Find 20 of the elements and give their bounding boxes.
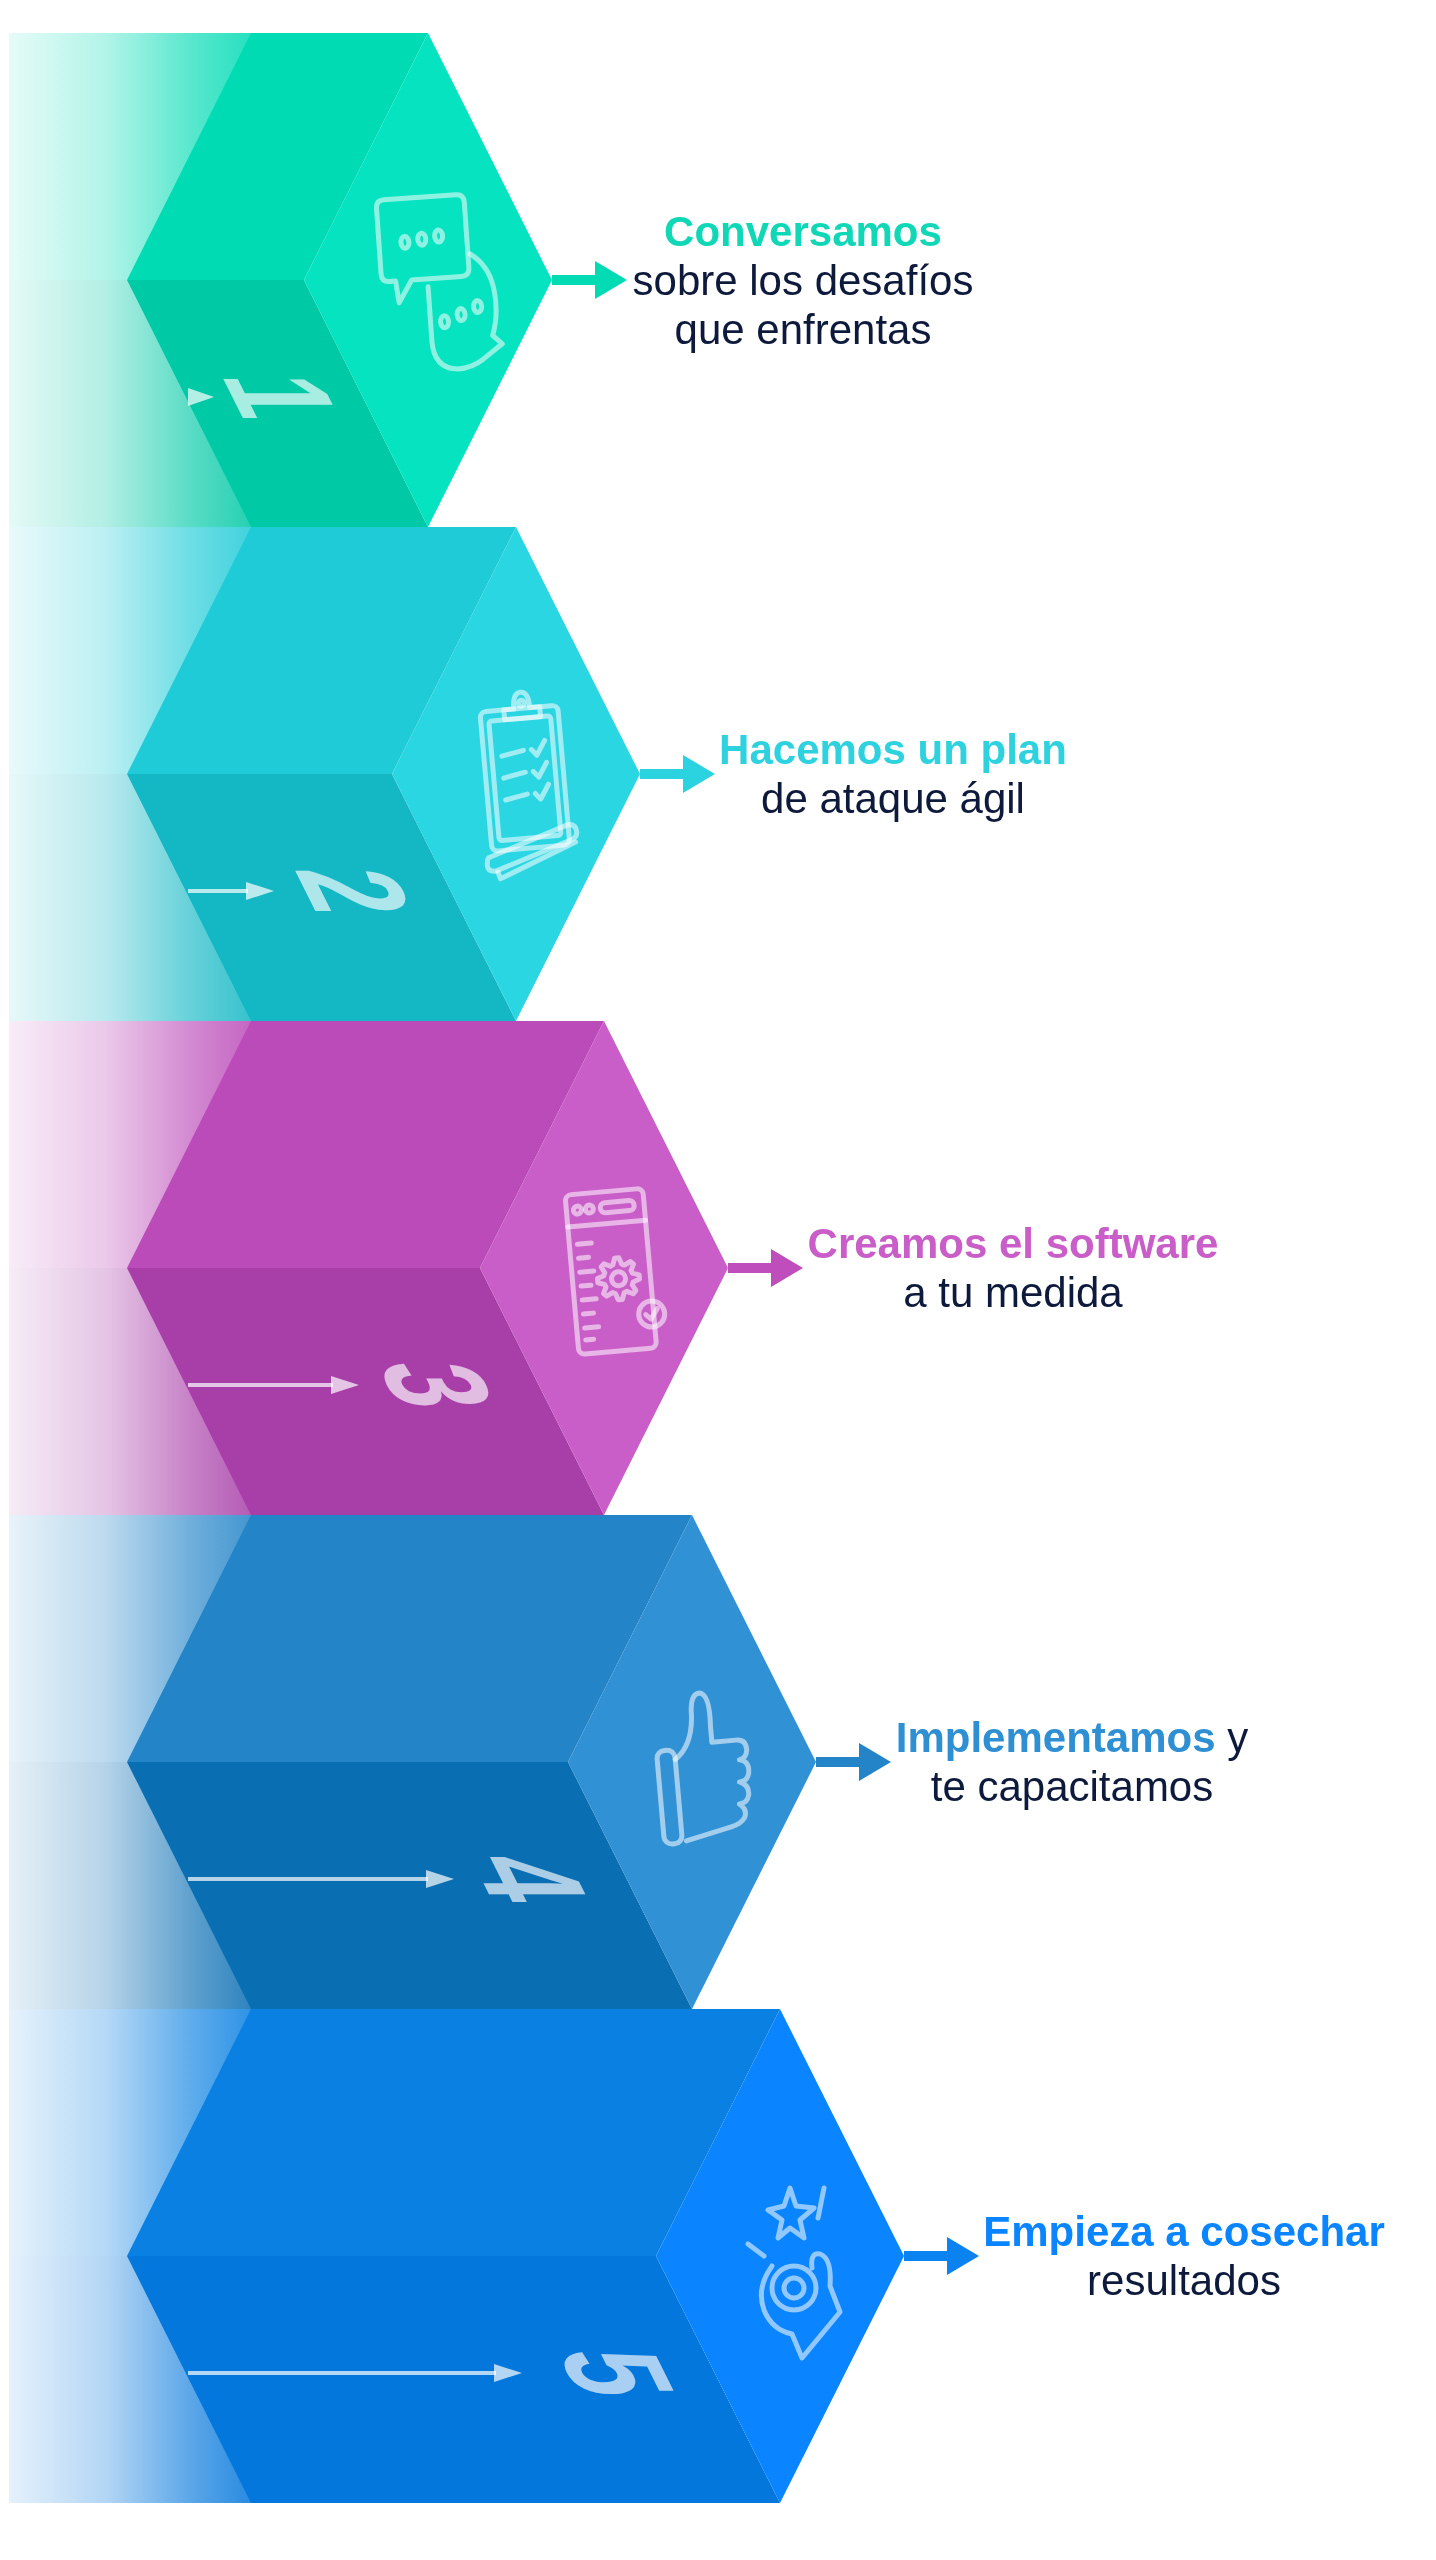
step-number: 4 — [465, 1855, 595, 1903]
hexagonal-prism — [9, 33, 552, 527]
step-number: 2 — [289, 867, 419, 915]
step-description: Hacemos un plan de ataque ágil — [715, 725, 1071, 823]
arrow — [728, 1249, 803, 1287]
hexagonal-prism — [9, 1515, 816, 2009]
step-number: 5 — [552, 2349, 682, 2397]
hexagonal-prism — [9, 2009, 904, 2503]
hexagonal-prism — [9, 1021, 728, 1515]
step-number: 3 — [372, 1361, 502, 1409]
hexagonal-prism — [9, 527, 640, 1021]
arrow — [640, 755, 715, 793]
step-description: Conversamos sobre los desafíos que enfrentas — [627, 206, 979, 354]
step-description: Creamos el software a tu medida — [803, 1219, 1223, 1317]
arrow — [816, 1743, 891, 1781]
step-number: 1 — [216, 373, 346, 421]
arrow — [904, 2237, 979, 2275]
arrow — [552, 261, 627, 299]
step-description: Implementamos y te capacitamos — [891, 1713, 1253, 1811]
step-description: Empieza a cosechar resultados — [979, 2207, 1389, 2305]
